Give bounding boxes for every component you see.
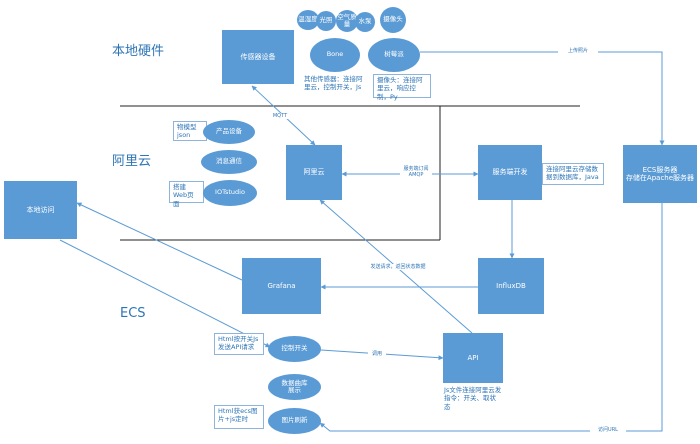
local-access-box: 本地访问 [4,181,77,239]
ecs-server-box: ECS服务器 存储在Apache服务器 [623,145,697,203]
image-refresh-node: 图片刷新 [268,408,321,434]
edge-label-upload: 上传照片 [558,48,598,54]
note-html-switch: Html按开关Js发送API请求 [214,333,264,355]
control-switch-node: 控制开关 [268,336,321,362]
note-camera: 摄像头：连接阿里云，响应控制，Py [373,74,431,101]
ecs-server-title: ECS服务器 [642,165,678,174]
influxdb-box: InfluxDB [478,258,544,314]
edge-ecs-image [319,203,663,432]
edge-label-access-url: 访问URL [590,427,626,433]
sensor-device-box: 传感器设备 [222,30,294,84]
edge-label-request: 发送请求，返回状态数据 [356,264,440,270]
sensor-air: 空气质量 [336,10,358,32]
note-other-sensors: 其他传感器：连接阿里云，控制开关，Js [304,75,363,92]
region-title-ecs: ECS [120,306,146,321]
api-box: API [443,333,503,383]
edge-label-mqtt: MQTT [268,113,292,119]
note-thing-model: 物模型json [173,121,207,141]
region-title-aliyun: 阿里云 [112,154,152,169]
region-title-local-hardware: 本地硬件 [112,44,165,59]
data-display-node: 数据曲库 展示 [268,374,321,400]
message-comm-node: 消息通信 [201,150,257,174]
raspberry-pi-node: 树莓派 [368,38,420,72]
sensor-camera: 摄像头 [380,7,406,33]
bone-node: Bone [310,38,360,72]
product-device-node: 产品设备 [203,120,255,144]
edge-label-subscribe: 服务端订阅AMQP [400,166,432,178]
edge-label-call: 调用 [368,351,386,357]
sensor-light: 光照 [316,11,336,31]
grafana-box: Grafana [242,258,321,314]
note-build-web: 搭建Web页面 [169,181,204,208]
note-html-image: Html获ecs图片+js定时 [214,405,264,429]
iotstudio-node: IOTstudio [203,180,257,206]
data-display-line1: 数据曲库 [281,378,308,387]
sensor-pump: 水泵 [355,12,375,32]
server-dev-box: 服务端开发 [478,145,542,200]
edge-grafana-local [76,202,243,281]
edge-raspberry-ecs [420,51,665,146]
note-server-dev: 连接阿里云存储数据到数据库，Java [542,163,604,185]
ecs-server-subtitle: 存储在Apache服务器 [625,174,695,182]
sensor-humidity: 温湿度 [297,10,319,30]
note-api: Js文件连接阿里云发指令：开关、取状态 [444,386,502,411]
data-display-line2: 展示 [288,386,301,394]
edge-local-control [59,239,271,348]
aliyun-box: 阿里云 [286,145,342,200]
